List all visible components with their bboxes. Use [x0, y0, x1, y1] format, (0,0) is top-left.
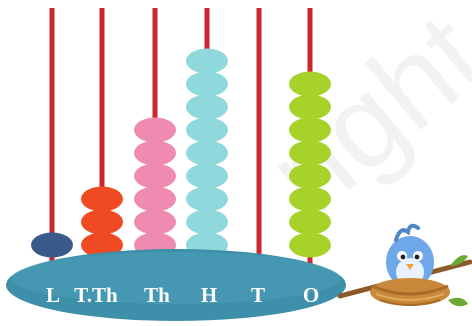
place-label: Th [144, 283, 170, 307]
nest-icon [370, 278, 450, 306]
bead [31, 233, 73, 258]
bead [289, 187, 331, 212]
bead [186, 187, 228, 212]
rod-t [257, 8, 262, 268]
bead [134, 210, 176, 235]
bead [289, 72, 331, 97]
bead [186, 72, 228, 97]
watermark: right [243, 0, 472, 241]
place-label: T [251, 283, 265, 307]
abacus-base-highlight [12, 252, 340, 304]
bead [81, 187, 123, 212]
bead [186, 95, 228, 120]
bead [134, 164, 176, 189]
bead [81, 210, 123, 235]
place-label: H [201, 283, 217, 307]
bead [186, 141, 228, 166]
bead [186, 49, 228, 74]
bead [186, 118, 228, 143]
bead [186, 210, 228, 235]
bead [289, 95, 331, 120]
place-label: L [46, 283, 60, 307]
bead [289, 210, 331, 235]
bead [186, 164, 228, 189]
bead [134, 187, 176, 212]
place-label: T.Th [74, 283, 118, 307]
bead [289, 141, 331, 166]
bead [289, 233, 331, 258]
rod-l [50, 8, 55, 268]
bead [134, 141, 176, 166]
bird-in-nest-icon [340, 226, 470, 307]
bead [134, 118, 176, 143]
place-label: O [303, 283, 319, 307]
bead [289, 164, 331, 189]
bead [289, 118, 331, 143]
